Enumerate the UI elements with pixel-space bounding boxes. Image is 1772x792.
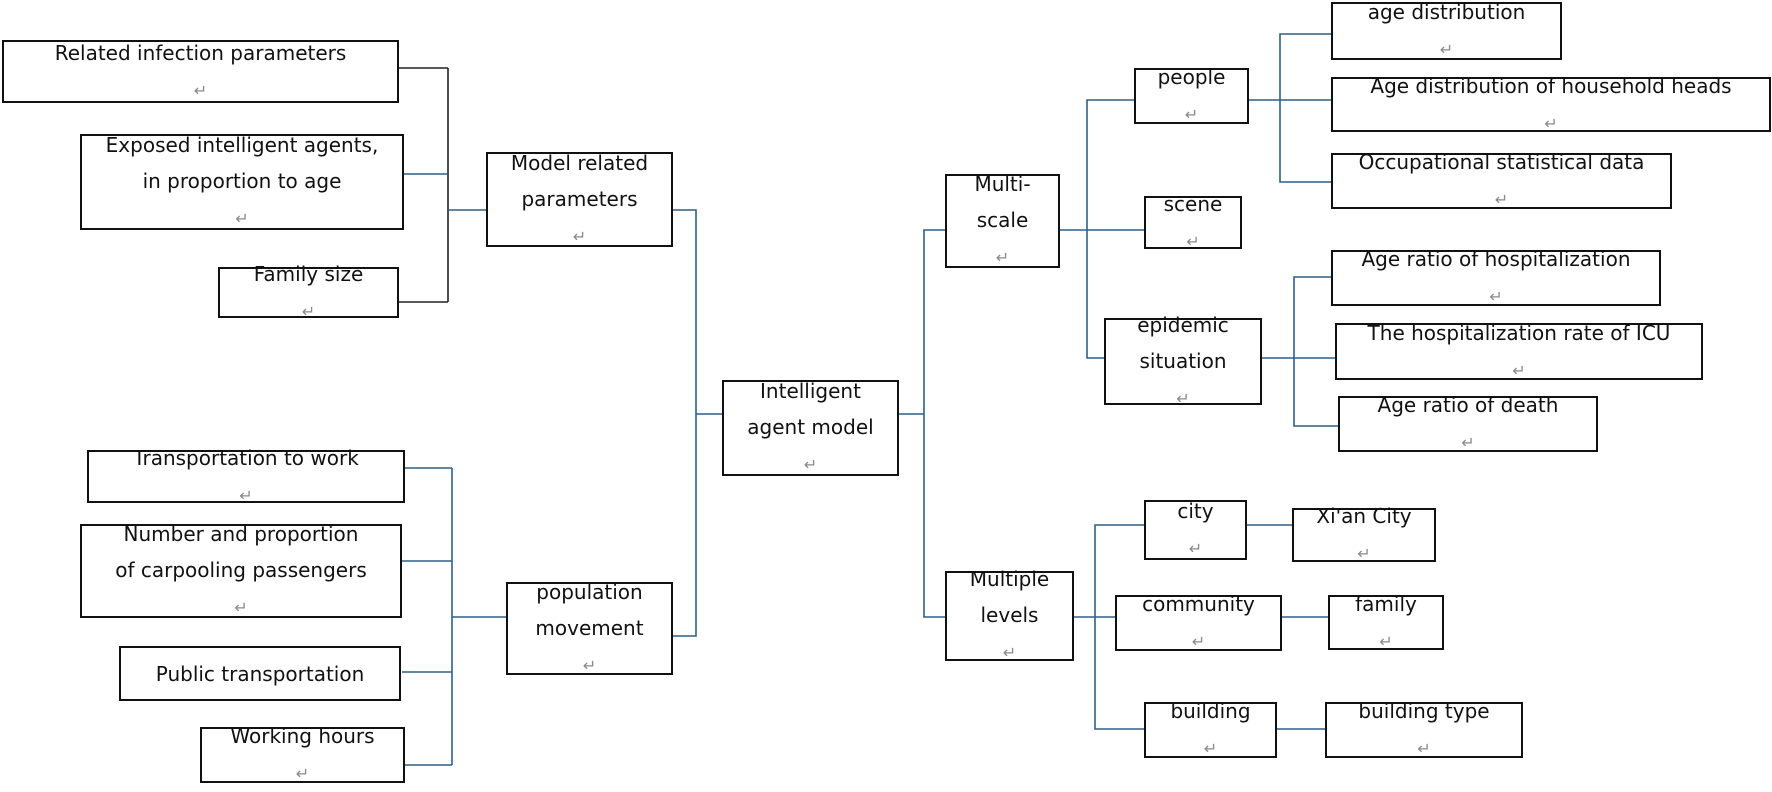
node-population-movement: population movement↵	[506, 580, 673, 675]
node-exposed-intelligent-agents: Exposed intelligent agents, in proportio…	[80, 133, 404, 230]
connector	[923, 229, 945, 618]
node-age-ratio-hospitalization: Age ratio of hospitalization↵	[1331, 247, 1661, 306]
node-model-related-parameters: Model related parameters↵	[486, 151, 673, 247]
connector	[1094, 524, 1144, 730]
node-community: community↵	[1115, 592, 1282, 651]
node-public-transportation: Public transportation	[119, 646, 401, 701]
node-family: family↵	[1328, 592, 1444, 651]
connector	[672, 209, 697, 637]
node-transportation-to-work: Transportation to work↵	[87, 446, 405, 505]
node-multi-scale: Multi- scale↵	[945, 172, 1060, 268]
node-age-distribution-household-heads: Age distribution of household heads↵	[1331, 74, 1771, 133]
node-city: city↵	[1144, 499, 1247, 560]
node-xian-city: Xi'an City↵	[1292, 504, 1436, 563]
connector	[1279, 33, 1331, 183]
node-intelligent-agent-model: Intelligent agent model↵	[722, 379, 899, 476]
node-multiple-levels: Multiple levels↵	[945, 567, 1074, 662]
node-carpooling-passengers: Number and proportion of carpooling pass…	[80, 522, 402, 618]
node-epidemic-situation: epidemic situation↵	[1104, 313, 1262, 408]
node-scene: scene↵	[1144, 192, 1242, 251]
node-family-size: Family size↵	[218, 262, 399, 321]
node-age-distribution: age distribution↵	[1331, 0, 1562, 60]
connector	[1293, 276, 1338, 427]
node-age-ratio-death: Age ratio of death↵	[1338, 393, 1598, 452]
node-occupational-statistical-data: Occupational statistical data↵	[1331, 150, 1672, 209]
node-building: building↵	[1144, 699, 1277, 758]
connector	[1086, 99, 1134, 359]
node-people: people↵	[1134, 65, 1249, 124]
node-related-infection-parameters: Related infection parameters↵	[2, 40, 399, 103]
node-working-hours: Working hours↵	[200, 724, 405, 783]
node-hospitalization-rate-icu: The hospitalization rate of ICU↵	[1335, 321, 1703, 380]
node-building-type: building type↵	[1325, 699, 1523, 758]
